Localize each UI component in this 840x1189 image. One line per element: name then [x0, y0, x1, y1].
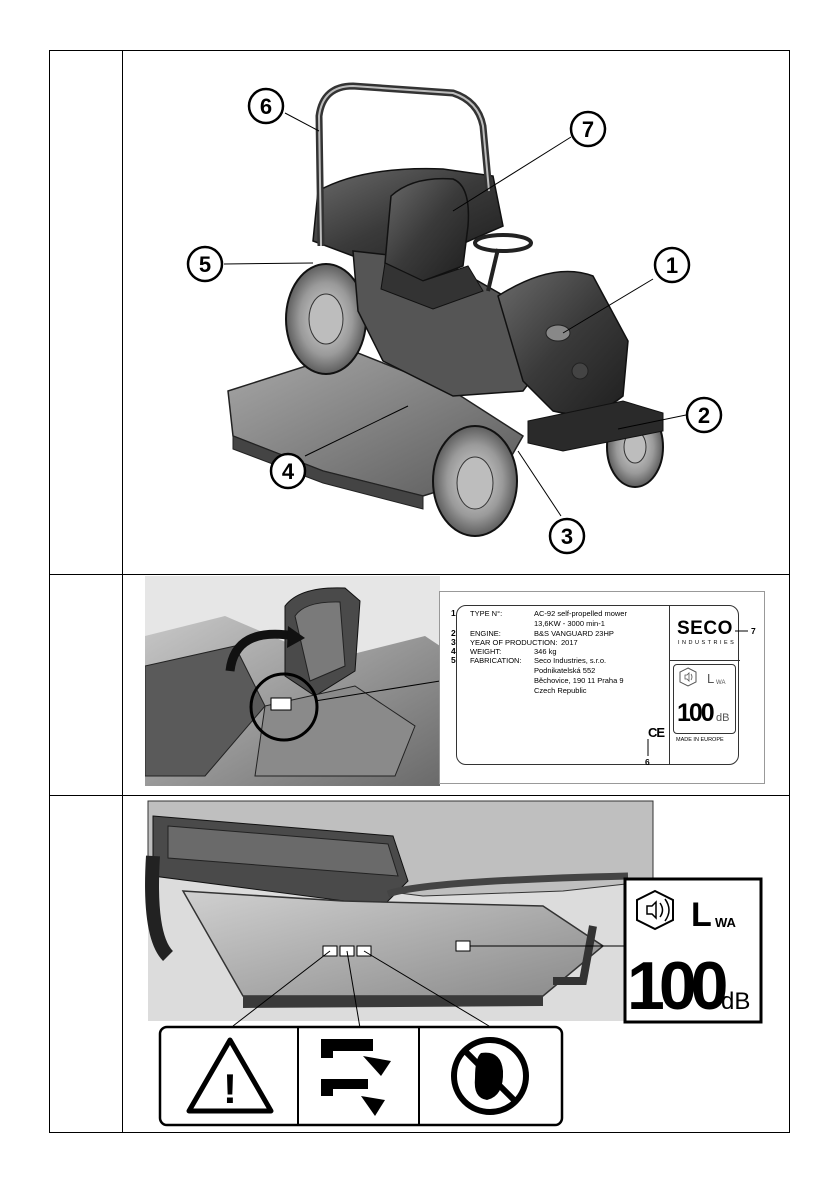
plate-num-5: 5 — [451, 655, 456, 665]
callout-5-label: 5 — [199, 252, 211, 277]
callout-1: 1 — [653, 246, 691, 284]
plate-num-4: 4 — [451, 646, 456, 656]
figure-table — [49, 50, 790, 1133]
callout-7-label: 7 — [582, 117, 594, 142]
lwa-plate-graphic: L WA 100 dB — [677, 667, 729, 727]
callout-3: 3 — [548, 517, 586, 555]
plate-num-2: 2 — [451, 628, 456, 638]
lwa-deck-value: 100 — [627, 948, 727, 1024]
ce-mark: CE — [648, 725, 665, 740]
nameplate: 1 TYPE N°: AC-92 self-propelled mower 13… — [451, 605, 740, 765]
no-hand-icon — [451, 1037, 529, 1115]
warning-triangle-icon: ! — [186, 1037, 274, 1114]
column-divider — [122, 51, 123, 1132]
lwa-plate-L: L — [707, 671, 714, 686]
plate-num-1: 1 — [451, 608, 456, 618]
nameplate-hdivider — [669, 660, 740, 661]
callout-2-label: 2 — [698, 403, 710, 428]
callout-3-label: 3 — [561, 524, 573, 549]
made-in-europe: MADE IN EUROPE — [676, 737, 724, 743]
plate-value-weight: 346 kg — [534, 647, 557, 656]
callout-5: 5 — [186, 245, 224, 283]
plate-value-city: Běchovice, 190 11 Praha 9 — [534, 676, 624, 685]
plate-value-company: Seco Industries, s.r.o. — [534, 656, 607, 665]
plate-leader-lines — [647, 630, 748, 756]
lwa-deck-sign: L WA 100 dB — [623, 877, 763, 1024]
callout-2: 2 — [685, 396, 723, 434]
discharge-hazard-icon — [321, 1039, 391, 1116]
callout-7: 7 — [569, 110, 607, 148]
lwa-deck-unit: dB — [721, 988, 750, 1015]
callout-4-label: 4 — [282, 459, 295, 484]
callout-1-label: 1 — [666, 253, 678, 278]
lwa-plate-value: 100 — [677, 699, 714, 727]
nameplate-panel: 1 TYPE N°: AC-92 self-propelled mower 13… — [439, 591, 765, 784]
plate-label-weight: WEIGHT: — [470, 647, 502, 656]
callout-6-label: 6 — [260, 94, 272, 119]
callout-4: 4 — [269, 452, 307, 490]
plate-value-power: 13,6KW - 3000 min-1 — [534, 619, 605, 628]
nameplate-divider — [669, 606, 670, 764]
lwa-plate-sub: WA — [716, 680, 725, 686]
lwa-plate-unit: dB — [716, 712, 729, 724]
plate-label-fabrication: FABRICATION: — [470, 656, 522, 665]
plate-num-3: 3 — [451, 637, 456, 647]
lwa-deck-sub: WA — [715, 915, 737, 930]
plate-value-year: 2017 — [561, 638, 578, 647]
plate-callout-6: 6 — [645, 757, 650, 767]
callout-6: 6 — [247, 87, 285, 125]
row-divider — [50, 795, 789, 796]
plate-value-engine: B&S VANGUARD 23HP — [534, 629, 614, 638]
plate-value-street: Podnikatelská 552 — [534, 666, 596, 675]
plate-label-type: TYPE N°: — [470, 609, 503, 618]
plate-location-illustration — [145, 576, 440, 786]
seco-logo: SECO — [677, 618, 733, 639]
plate-label-engine: ENGINE: — [470, 629, 501, 638]
plate-label-year: YEAR OF PRODUCTION: — [470, 638, 558, 647]
deck-labels-illustration: L WA 100 dB ! — [145, 800, 763, 1127]
plate-value-type: AC-92 self-propelled mower — [534, 609, 627, 618]
mower-overview-illustration: 6 7 5 1 2 4 3 — [186, 82, 723, 555]
lwa-plate-badge: L WA 100 dB — [673, 664, 736, 734]
safety-pictogram-strip: ! — [158, 1025, 564, 1127]
plate-callout-7: 7 — [751, 626, 756, 636]
row-divider — [50, 574, 789, 575]
seco-logo-sub: INDUSTRIES — [678, 640, 737, 646]
warning-triangle-symbol: ! — [223, 1065, 237, 1112]
lwa-deck-L: L — [691, 896, 712, 934]
plate-value-country: Czech Republic — [534, 686, 587, 695]
